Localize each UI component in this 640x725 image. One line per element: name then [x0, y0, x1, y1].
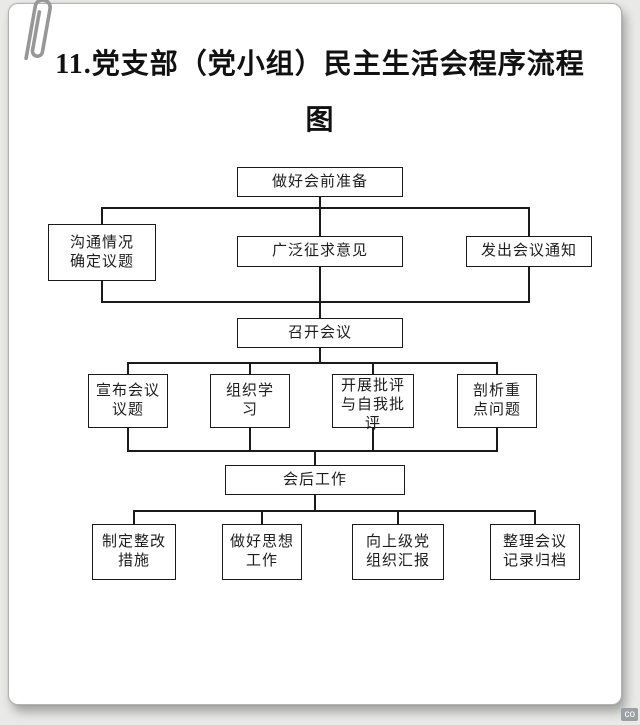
connector-line — [496, 428, 498, 450]
connector-line — [319, 348, 321, 362]
connector-line — [101, 209, 103, 224]
flow-node-criticism: 开展批评 与自我批 评 — [332, 374, 414, 432]
connector-line — [319, 303, 321, 318]
watermark: co — [621, 708, 638, 721]
page-title-line1: 11.党支部（党小组）民主生活会程序流程 — [55, 49, 585, 80]
flow-node-rectification: 制定整改 措施 — [92, 524, 176, 580]
flow-node-solicit-opinions: 广泛征求意见 — [237, 236, 403, 267]
flow-node-prepare: 做好会前准备 — [237, 167, 403, 197]
connector-line — [101, 207, 530, 209]
flow-node-hold-meeting: 召开会议 — [237, 318, 403, 348]
connector-line — [101, 301, 530, 303]
connector-line — [496, 364, 498, 374]
connector-line — [319, 209, 321, 236]
connector-line — [372, 428, 374, 450]
connector-line — [314, 452, 316, 465]
connector-line — [528, 267, 530, 301]
flow-node-send-notice: 发出会议通知 — [466, 236, 592, 267]
connector-line — [249, 428, 251, 450]
flow-node-organize-study: 组织学 习 — [210, 374, 290, 428]
connector-line — [528, 209, 530, 236]
flow-node-announce-agenda: 宣布会议 议题 — [88, 374, 168, 428]
connector-line — [127, 450, 498, 452]
connector-line — [319, 197, 321, 208]
connector-line — [319, 267, 321, 301]
page-title-line2: 图 — [305, 105, 335, 136]
connector-line — [133, 510, 536, 512]
connector-line — [372, 364, 374, 374]
flow-node-discuss-topics: 沟通情况 确定议题 — [48, 224, 156, 281]
connector-line — [127, 428, 129, 450]
connector-line — [127, 364, 129, 374]
flow-node-analyze-issues: 剖析重 点问题 — [457, 374, 537, 428]
paperclip-icon — [24, 0, 52, 61]
flow-node-ideological-work: 做好思想 工作 — [222, 524, 302, 580]
flow-node-archive-minutes: 整理会议 记录归档 — [490, 524, 580, 580]
paper-card — [8, 3, 622, 705]
connector-line — [133, 512, 135, 524]
connector-line — [249, 364, 251, 374]
connector-line — [261, 512, 263, 524]
connector-line — [397, 512, 399, 524]
flow-node-post-meeting: 会后工作 — [225, 465, 405, 495]
connector-line — [314, 495, 316, 510]
flow-node-report-superior: 向上级党 组织汇报 — [352, 524, 444, 580]
connector-line — [534, 512, 536, 524]
connector-line — [127, 362, 498, 364]
connector-line — [101, 281, 103, 301]
